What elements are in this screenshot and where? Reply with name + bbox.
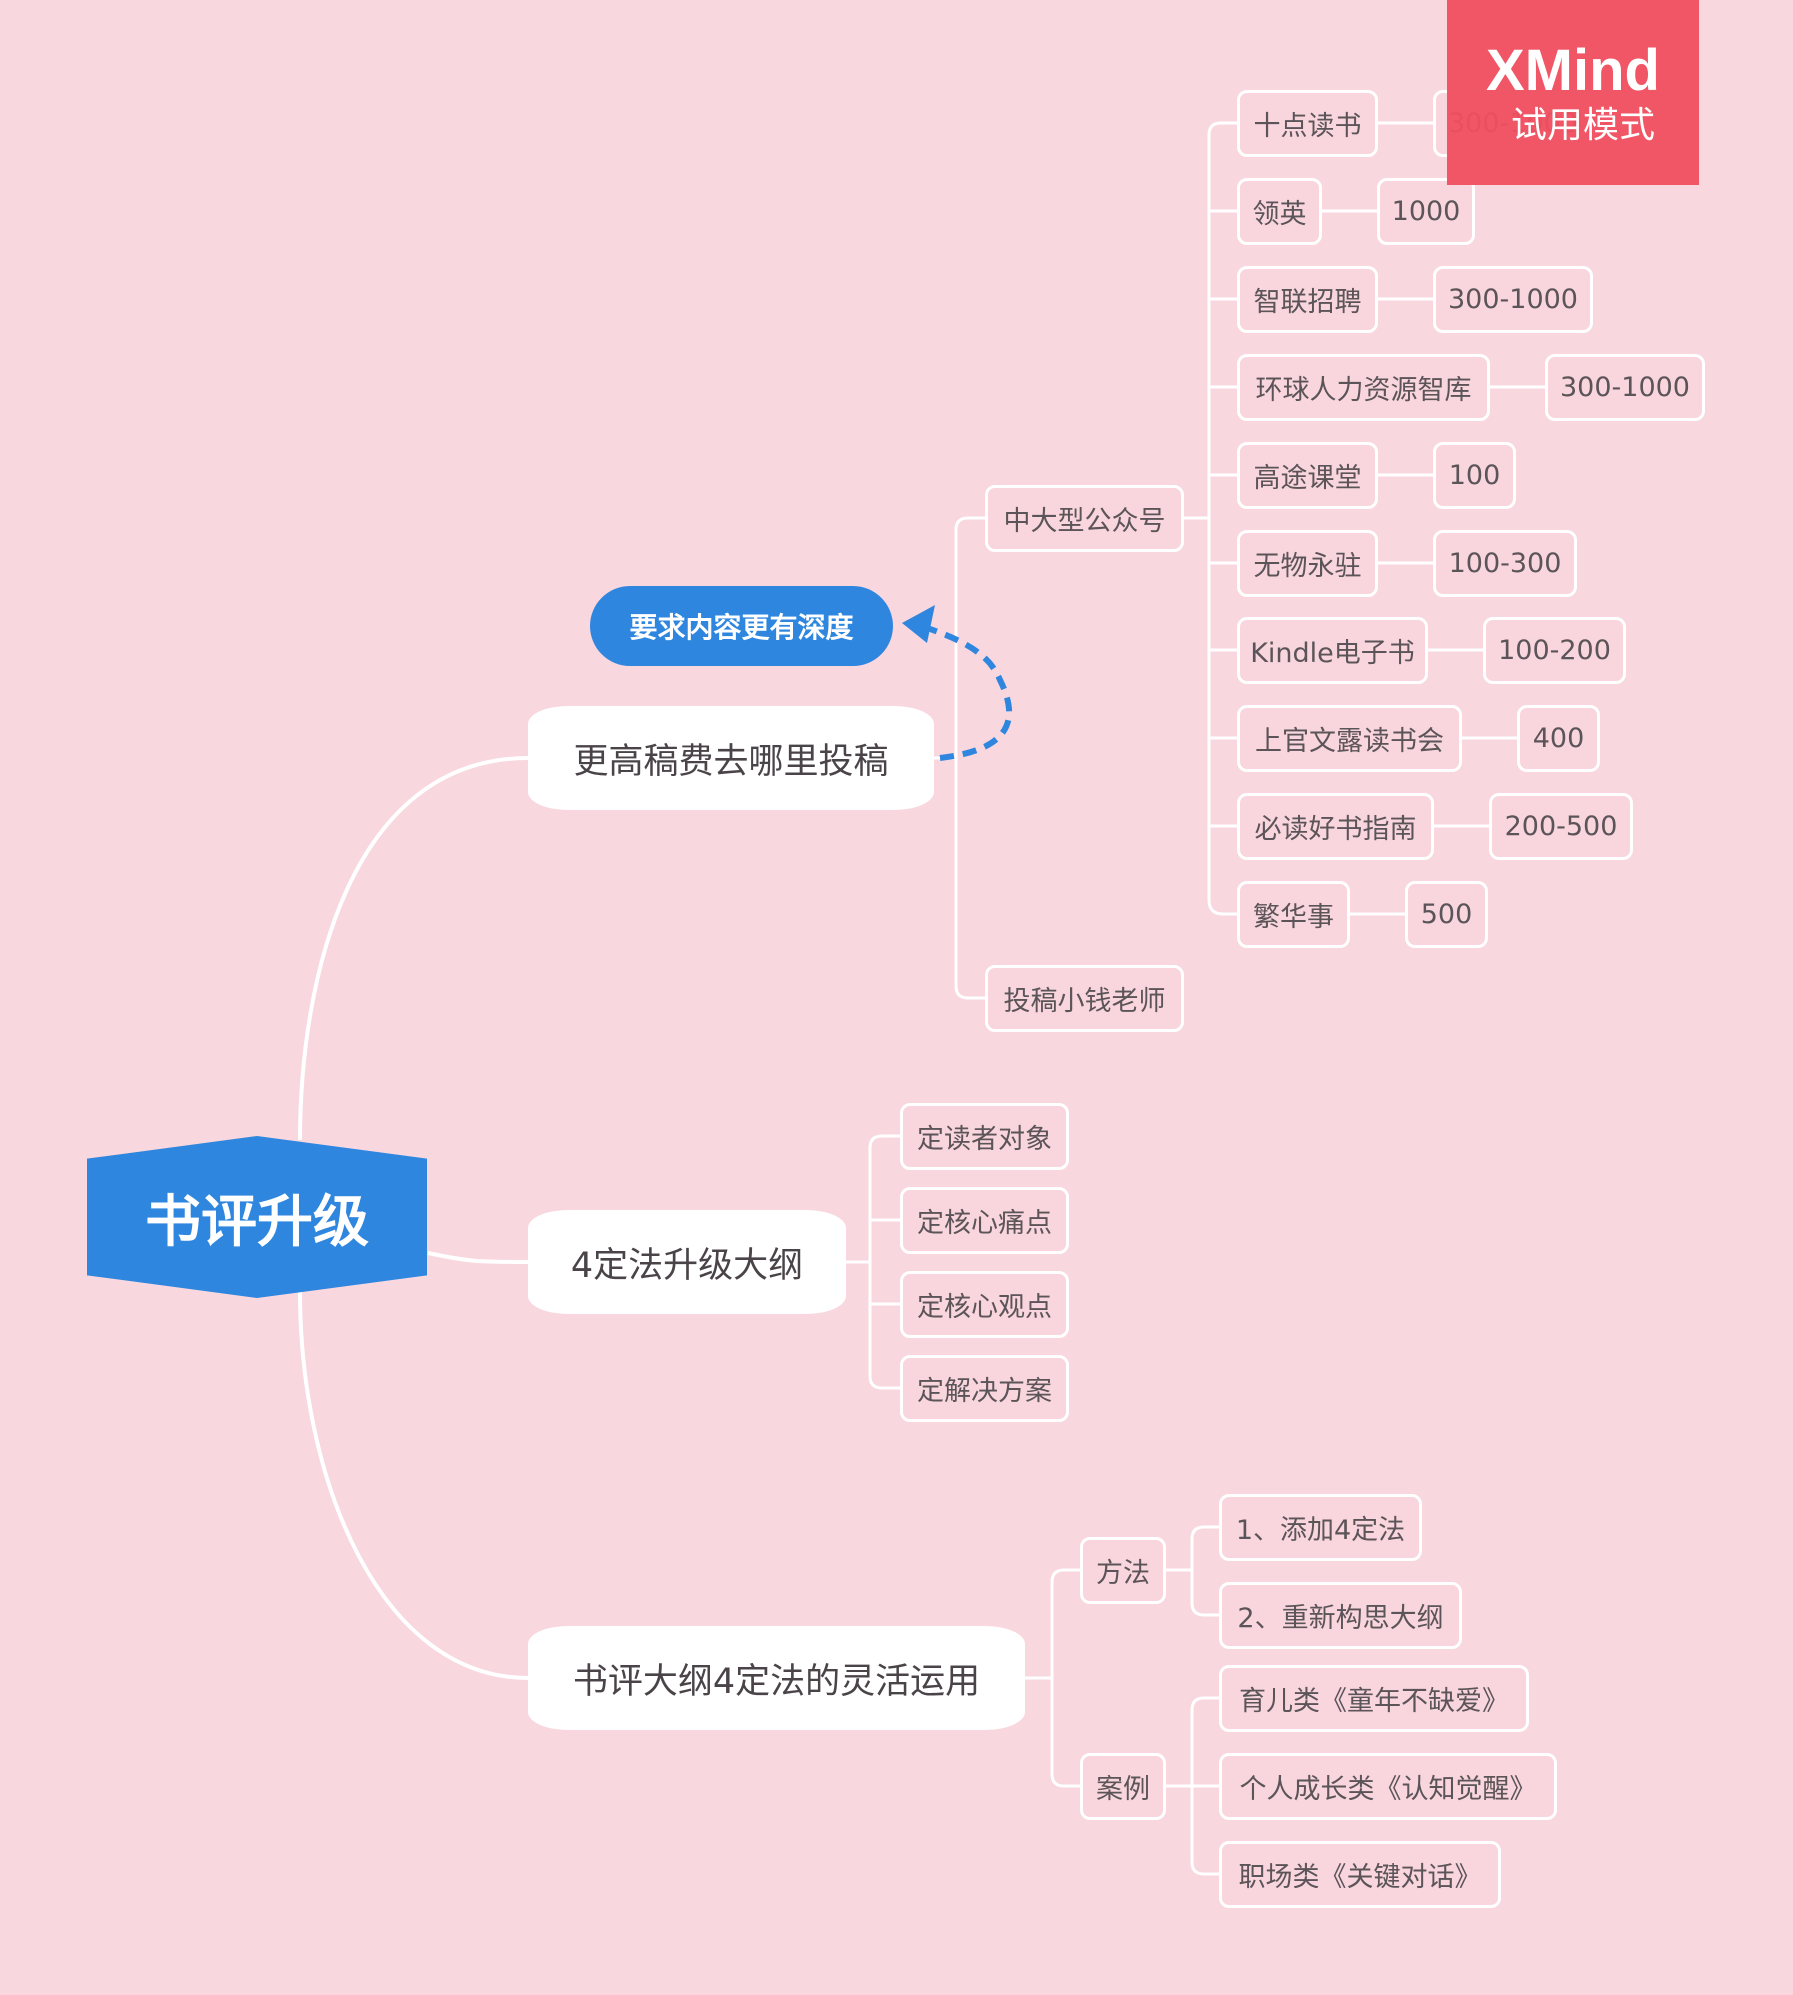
media-fee[interactable]: 100-200 bbox=[1483, 617, 1626, 684]
topic-outline-application[interactable]: 书评大纲4定法的灵活运用 bbox=[528, 1626, 1025, 1730]
media-name[interactable]: Kindle电子书 bbox=[1237, 617, 1428, 684]
case-item[interactable]: 个人成长类《认知觉醒》 bbox=[1219, 1753, 1557, 1820]
media-name[interactable]: 高途课堂 bbox=[1237, 442, 1378, 509]
outline-item[interactable]: 定核心痛点 bbox=[900, 1187, 1069, 1254]
arrowhead-icon bbox=[902, 605, 935, 643]
method-item[interactable]: 2、重新构思大纲 bbox=[1219, 1582, 1462, 1649]
media-fee[interactable]: 200-500 bbox=[1489, 793, 1633, 860]
callout-connector bbox=[917, 622, 1013, 761]
subtopic-teacher[interactable]: 投稿小钱老师 bbox=[985, 965, 1184, 1032]
media-name[interactable]: 环球人力资源智库 bbox=[1237, 354, 1490, 421]
watermark-brand: XMind bbox=[1486, 37, 1660, 103]
media-name[interactable]: 无物永驻 bbox=[1237, 530, 1378, 597]
trial-watermark: XMind 试用模式 bbox=[1447, 0, 1699, 185]
media-name[interactable]: 上官文露读书会 bbox=[1237, 705, 1462, 772]
media-name[interactable]: 必读好书指南 bbox=[1237, 793, 1434, 860]
media-name[interactable]: 十点读书 bbox=[1237, 90, 1378, 157]
media-fee[interactable]: 500 bbox=[1405, 881, 1488, 948]
method-item[interactable]: 1、添加4定法 bbox=[1219, 1494, 1422, 1561]
topic-submission[interactable]: 更高稿费去哪里投稿 bbox=[528, 706, 934, 810]
case-item[interactable]: 职场类《关键对话》 bbox=[1219, 1841, 1501, 1908]
outline-item[interactable]: 定读者对象 bbox=[900, 1103, 1069, 1170]
media-name[interactable]: 繁华事 bbox=[1237, 881, 1350, 948]
media-name[interactable]: 领英 bbox=[1237, 178, 1322, 245]
central-topic[interactable]: 书评升级 bbox=[87, 1136, 427, 1298]
topic-outline-upgrade[interactable]: 4定法升级大纲 bbox=[528, 1210, 846, 1314]
callout-depth[interactable]: 要求内容更有深度 bbox=[590, 586, 893, 666]
media-fee[interactable]: 100-300 bbox=[1433, 530, 1577, 597]
media-fee[interactable]: 300-1000 bbox=[1433, 266, 1593, 333]
media-fee[interactable]: 100 bbox=[1433, 442, 1516, 509]
subtopic-cases[interactable]: 案例 bbox=[1080, 1753, 1166, 1820]
watermark-mode: 试用模式 bbox=[1510, 104, 1655, 146]
media-fee[interactable]: 400 bbox=[1517, 705, 1600, 772]
subtopic-method[interactable]: 方法 bbox=[1080, 1537, 1166, 1604]
subtopic-media-group[interactable]: 中大型公众号 bbox=[985, 485, 1184, 552]
case-item[interactable]: 育儿类《童年不缺爱》 bbox=[1219, 1665, 1529, 1732]
media-fee[interactable]: 300-1000 bbox=[1545, 354, 1705, 421]
media-fee[interactable]: 1000 bbox=[1377, 178, 1475, 245]
media-name[interactable]: 智联招聘 bbox=[1237, 266, 1378, 333]
outline-item[interactable]: 定核心观点 bbox=[900, 1271, 1069, 1338]
outline-item[interactable]: 定解决方案 bbox=[900, 1355, 1069, 1422]
